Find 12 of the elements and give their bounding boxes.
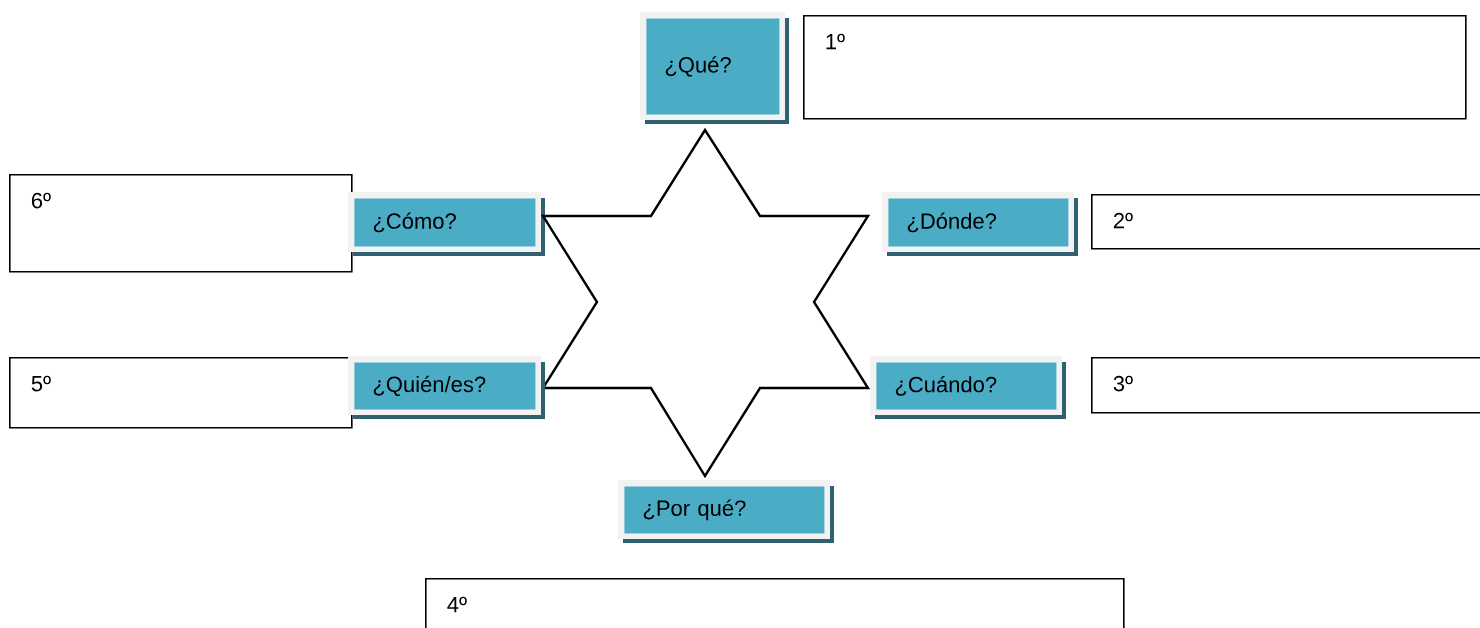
answer-box: 6º	[9, 174, 353, 273]
answer-box: 1º	[803, 15, 1467, 120]
question-box: ¿Qué?	[640, 12, 789, 124]
answer-box: 2º	[1091, 194, 1480, 250]
question-box: ¿Cuándo?	[870, 356, 1066, 419]
question-box: ¿Dónde?	[882, 192, 1078, 256]
question-box: ¿Cómo?	[348, 192, 545, 256]
question-box: ¿Quién/es?	[348, 356, 545, 419]
answer-box: 4º	[425, 578, 1125, 628]
answer-box: 3º	[1091, 357, 1480, 414]
answer-box: 5º	[9, 357, 353, 429]
question-box: ¿Por qué?	[618, 480, 834, 543]
